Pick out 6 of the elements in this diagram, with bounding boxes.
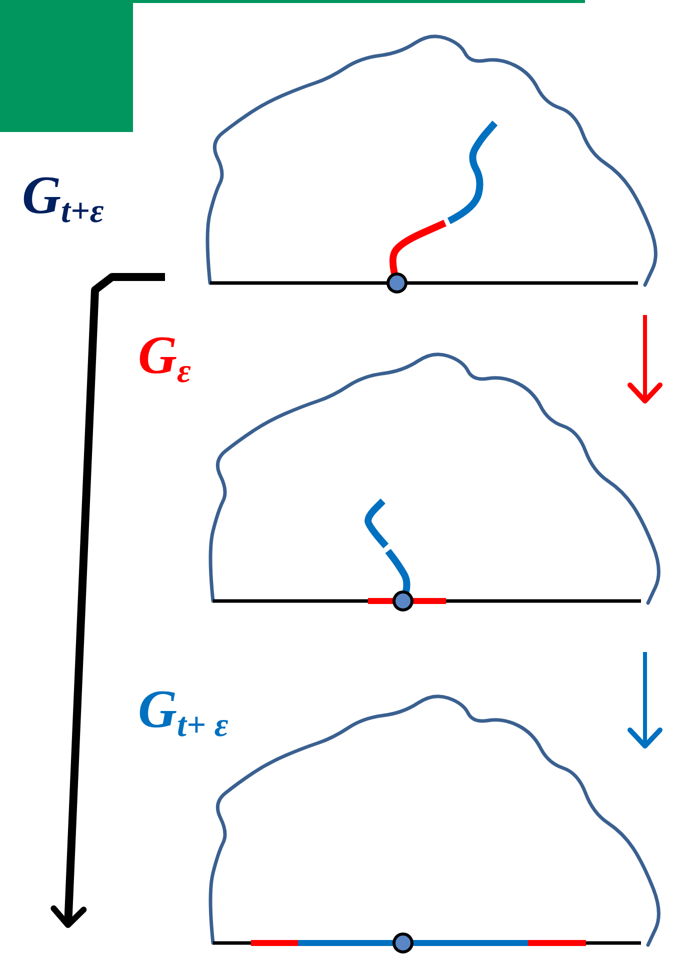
arrow xyxy=(50,273,165,928)
arrow xyxy=(628,315,662,404)
graph-label: G$_{t+ ε}$ xyxy=(138,682,228,736)
arrow xyxy=(628,652,662,748)
graph-label: G$_{ε}$ xyxy=(138,328,191,382)
graph-label: G$_{t+ε}$ xyxy=(22,168,104,222)
